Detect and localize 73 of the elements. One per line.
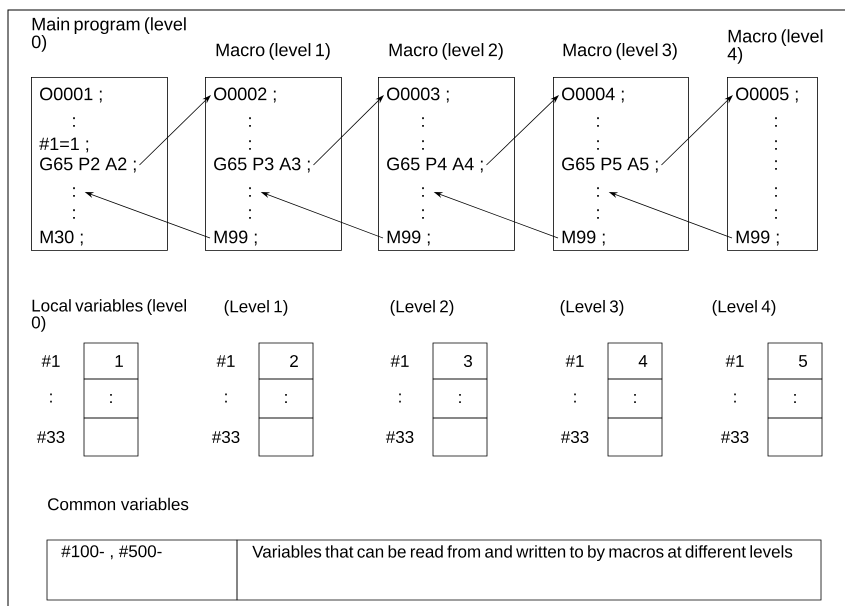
- ellipsis-dots: :: [597, 117, 599, 127]
- table-cell: #100- , #500-: [46, 540, 238, 600]
- table-cell: :: [432, 378, 488, 418]
- ellipsis-dots: :: [597, 209, 599, 219]
- code-line: G65 P3 A3 ;: [214, 158, 310, 172]
- ellipsis-dots: :: [73, 209, 75, 219]
- table-cell: 2: [258, 342, 314, 380]
- ellipsis-dots: :: [422, 187, 424, 197]
- ellipsis-dots: :: [775, 140, 777, 150]
- table-cell: 1: [84, 342, 138, 380]
- section-heading: (Level 2): [390, 300, 454, 316]
- ellipsis-dots: :: [775, 117, 777, 127]
- variable-name: #33: [212, 430, 240, 444]
- variable-name: #33: [36, 430, 64, 444]
- variable-name: :: [399, 394, 401, 402]
- code-line: M99 ;: [388, 230, 430, 246]
- variable-name: #1: [216, 355, 235, 367]
- code-line: O0005 ;: [736, 88, 798, 102]
- code-line: G65 P4 A4 ;: [387, 158, 483, 172]
- table-cell: :: [768, 378, 822, 418]
- code-line: M99 ;: [562, 230, 605, 246]
- code-line: O0002 ;: [214, 88, 276, 102]
- variable-name: :: [574, 394, 576, 402]
- ellipsis-dots: :: [422, 140, 424, 150]
- code-line: M99 ;: [214, 230, 257, 246]
- section-heading: (Level 1): [224, 300, 288, 316]
- box-heading: Macro (level 4): [728, 29, 822, 64]
- variable-name: #33: [386, 430, 414, 444]
- table-cell: 3: [432, 342, 488, 380]
- variable-name: #1: [566, 355, 584, 367]
- variable-name: #33: [720, 430, 748, 444]
- ellipsis-dots: :: [775, 209, 777, 219]
- variable-name: :: [734, 394, 736, 402]
- table-cell: 4: [608, 342, 662, 380]
- ellipsis-dots: :: [775, 160, 777, 170]
- ellipsis-dots: :: [249, 187, 251, 197]
- section-heading: Common variables: [48, 498, 188, 510]
- ellipsis-dots: :: [597, 140, 599, 150]
- section-heading: Local variables (level 0): [32, 299, 186, 332]
- code-line: O0001 ;: [40, 88, 102, 102]
- code-line: G65 P2 A2 ;: [40, 158, 136, 172]
- variable-name: #33: [560, 430, 588, 444]
- table-cell: :: [258, 378, 314, 418]
- ellipsis-dots: :: [73, 117, 75, 127]
- code-line: #1=1 ;: [39, 138, 88, 152]
- variable-name: #1: [42, 355, 60, 367]
- variable-name: #1: [390, 355, 409, 367]
- box-heading: Main program (level 0): [32, 17, 186, 52]
- table-cell: Variables that can be read from and written to by macros at different levels: [236, 540, 822, 600]
- table-cell: :: [608, 378, 662, 418]
- code-line: O0004 ;: [562, 88, 624, 102]
- ellipsis-dots: :: [73, 187, 75, 197]
- section-heading: (Level 3): [560, 300, 624, 316]
- ellipsis-dots: :: [249, 117, 251, 127]
- ellipsis-dots: :: [422, 209, 424, 219]
- code-line: G65 P5 A5 ;: [562, 158, 658, 172]
- ellipsis-dots: :: [775, 187, 777, 197]
- box-heading: Macro (level 2): [390, 43, 503, 60]
- ellipsis-dots: :: [597, 187, 599, 197]
- variable-name: :: [50, 394, 52, 402]
- table-cell: :: [84, 378, 138, 418]
- box-heading: Macro (level 1): [216, 43, 330, 60]
- code-line: O0003 ;: [387, 88, 449, 102]
- variable-name: #1: [726, 355, 744, 367]
- code-line: M99 ;: [736, 230, 779, 246]
- ellipsis-dots: :: [422, 117, 424, 127]
- section-heading: (Level 4): [712, 300, 776, 316]
- table-cell: 5: [768, 342, 822, 380]
- ellipsis-dots: :: [249, 209, 251, 219]
- code-line: M30 ;: [40, 230, 83, 246]
- box-heading: Macro (level 3): [564, 43, 677, 60]
- variable-name: :: [225, 394, 227, 402]
- ellipsis-dots: :: [249, 140, 251, 150]
